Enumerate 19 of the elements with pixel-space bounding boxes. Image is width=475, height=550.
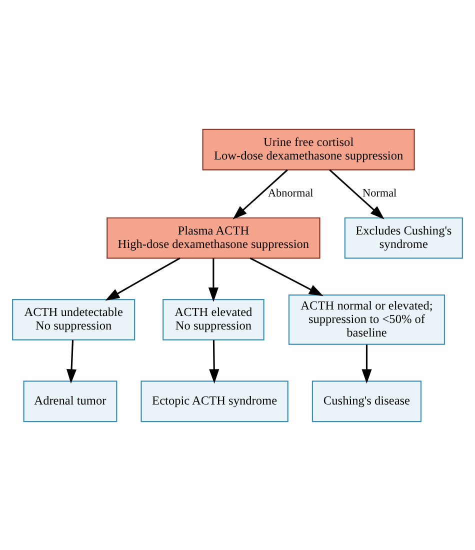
node-box: Cushing's disease	[312, 380, 422, 422]
node-box: ACTH normal or elevated; suppression to <50% of baseline	[288, 294, 446, 344]
node-box: Adrenal tumor	[23, 380, 118, 422]
arrow	[105, 256, 180, 300]
arrow	[329, 168, 384, 219]
node-box: ACTH elevated No suppression	[162, 298, 264, 340]
arrow	[250, 256, 324, 296]
node-box: Excludes Cushing's syndrome	[344, 216, 463, 258]
arrow	[66, 340, 77, 384]
edge-label: Normal	[362, 187, 397, 200]
arrow	[362, 344, 372, 384]
node-box: Urine free cortisol Low-dose dexamethasone suppression	[202, 128, 415, 170]
arrow	[232, 168, 288, 219]
node-box: ACTH undetectable No suppression	[12, 298, 136, 340]
node-box: Plasma ACTH High-dose dexamethasone suppression	[106, 216, 320, 258]
node-box: Ectopic ACTH syndrome	[140, 380, 288, 422]
arrow	[208, 258, 218, 302]
arrow	[209, 340, 220, 384]
edge-label: Abnormal	[268, 187, 314, 200]
